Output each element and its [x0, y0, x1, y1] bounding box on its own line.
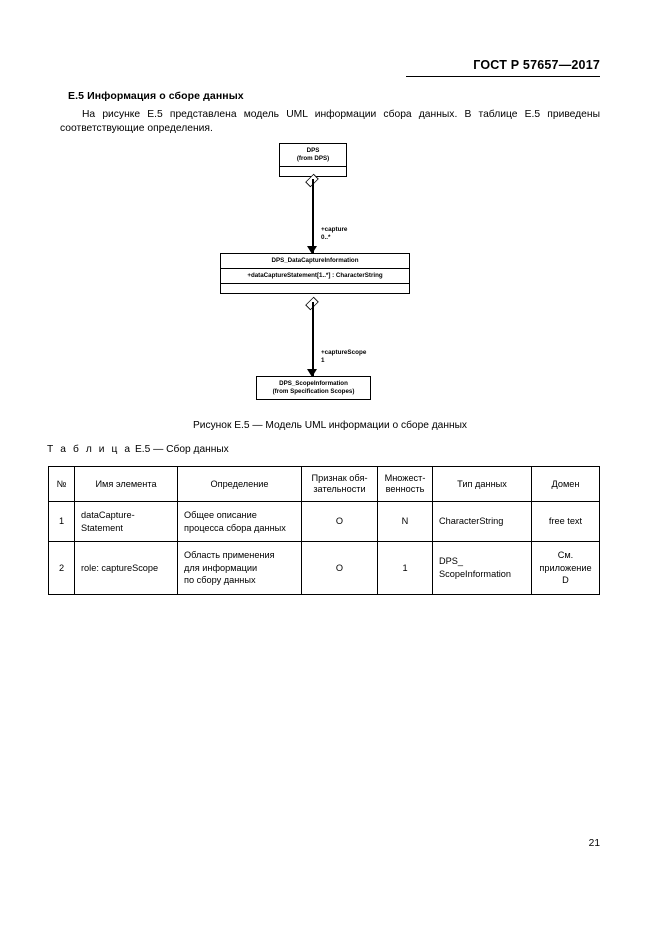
table-caption-text: Е.5 — Сбор данных — [135, 444, 229, 455]
table-header-num: № — [48, 466, 75, 502]
table-row: 2 role: captureScope Область применения … — [48, 541, 600, 595]
uml-class-diagram: DPS (from DPS) +capture 0..* DPS_DataCap… — [60, 138, 600, 413]
cell-name: dataCapture- Statement — [74, 501, 178, 542]
cell-obligation: О — [301, 541, 378, 595]
data-table: № Имя элемента Определение Признак обя- … — [48, 466, 600, 595]
association-line-capturescope — [312, 302, 314, 376]
arrowhead-capturescope-icon — [307, 369, 317, 377]
table-caption-label: Т а б л и ц а — [47, 444, 133, 455]
table-header-multiplicity: Множест- венность — [377, 466, 433, 502]
uml-class-datacaptureinformation: DPS_DataCaptureInformation +dataCaptureS… — [220, 253, 410, 295]
association-label-capturescope: +captureScope 1 — [321, 349, 366, 366]
page-number: 21 — [588, 838, 600, 849]
cell-obligation: О — [301, 501, 378, 542]
uml-class-dps: DPS (from DPS) — [279, 143, 347, 178]
association-line-capture — [312, 179, 314, 253]
cell-num: 1 — [48, 501, 75, 542]
section-heading: Е.5 Информация о сборе данных — [68, 90, 244, 102]
association-multiplicity-capturescope: 1 — [321, 357, 325, 365]
standard-header: ГОСТ Р 57657—2017 — [473, 58, 600, 72]
cell-num: 2 — [48, 541, 75, 595]
uml-class-dps-name: DPS — [306, 147, 320, 154]
association-label-capture: +capture 0..* — [321, 226, 347, 243]
association-multiplicity-capture: 0..* — [321, 234, 331, 242]
table-header-datatype: Тип данных — [432, 466, 532, 502]
table-header-name: Имя элемента — [74, 466, 178, 502]
cell-name: role: captureScope — [74, 541, 178, 595]
uml-class-dps-stereotype: (from DPS) — [296, 155, 330, 163]
table-caption: Т а б л и ц а Е.5 — Сбор данных — [47, 444, 229, 455]
uml-class-scopeinformation-name: DPS_ScopeInformation — [279, 380, 348, 387]
header-divider — [406, 76, 600, 77]
cell-datatype: CharacterString — [432, 501, 532, 542]
table-row: 1 dataCapture- Statement Общее описание … — [48, 501, 600, 542]
cell-multiplicity: N — [377, 501, 433, 542]
uml-class-scopeinformation-stereotype: (from Specification Scopes) — [272, 388, 355, 396]
cell-multiplicity: 1 — [377, 541, 433, 595]
cell-definition: Общее описание процесса сбора данных — [177, 501, 302, 542]
table-header-definition: Определение — [177, 466, 302, 502]
table-header-obligation: Признак обя- зательности — [301, 466, 378, 502]
table-header-row: № Имя элемента Определение Признак обя- … — [48, 466, 600, 502]
uml-class-scopeinformation-title: DPS_ScopeInformation (from Specification… — [257, 377, 370, 399]
uml-class-datacaptureinformation-attribute: +dataCaptureStatement[1..*] : CharacterS… — [221, 268, 409, 283]
figure-caption: Рисунок Е.5 — Модель UML информации о сб… — [192, 420, 468, 431]
table-header-domain: Домен — [531, 466, 600, 502]
uml-class-dps-compartment — [280, 166, 346, 176]
association-role-capture: +capture — [321, 226, 348, 233]
cell-definition: Область применения для информации по сбо… — [177, 541, 302, 595]
uml-class-scopeinformation: DPS_ScopeInformation (from Specification… — [256, 376, 371, 401]
cell-datatype: DPS_ ScopeInformation — [432, 541, 532, 595]
uml-class-dps-title: DPS (from DPS) — [280, 144, 346, 166]
arrowhead-capture-icon — [307, 246, 317, 254]
section-paragraph: На рисунке Е.5 представлена модель UML и… — [60, 109, 600, 134]
cell-domain: См. приложение D — [531, 541, 600, 595]
cell-domain: free text — [531, 501, 600, 542]
association-role-capturescope: +captureScope — [321, 349, 367, 356]
uml-class-datacaptureinformation-title: DPS_DataCaptureInformation — [271, 257, 359, 264]
uml-class-datacaptureinformation-compartment — [221, 283, 409, 293]
